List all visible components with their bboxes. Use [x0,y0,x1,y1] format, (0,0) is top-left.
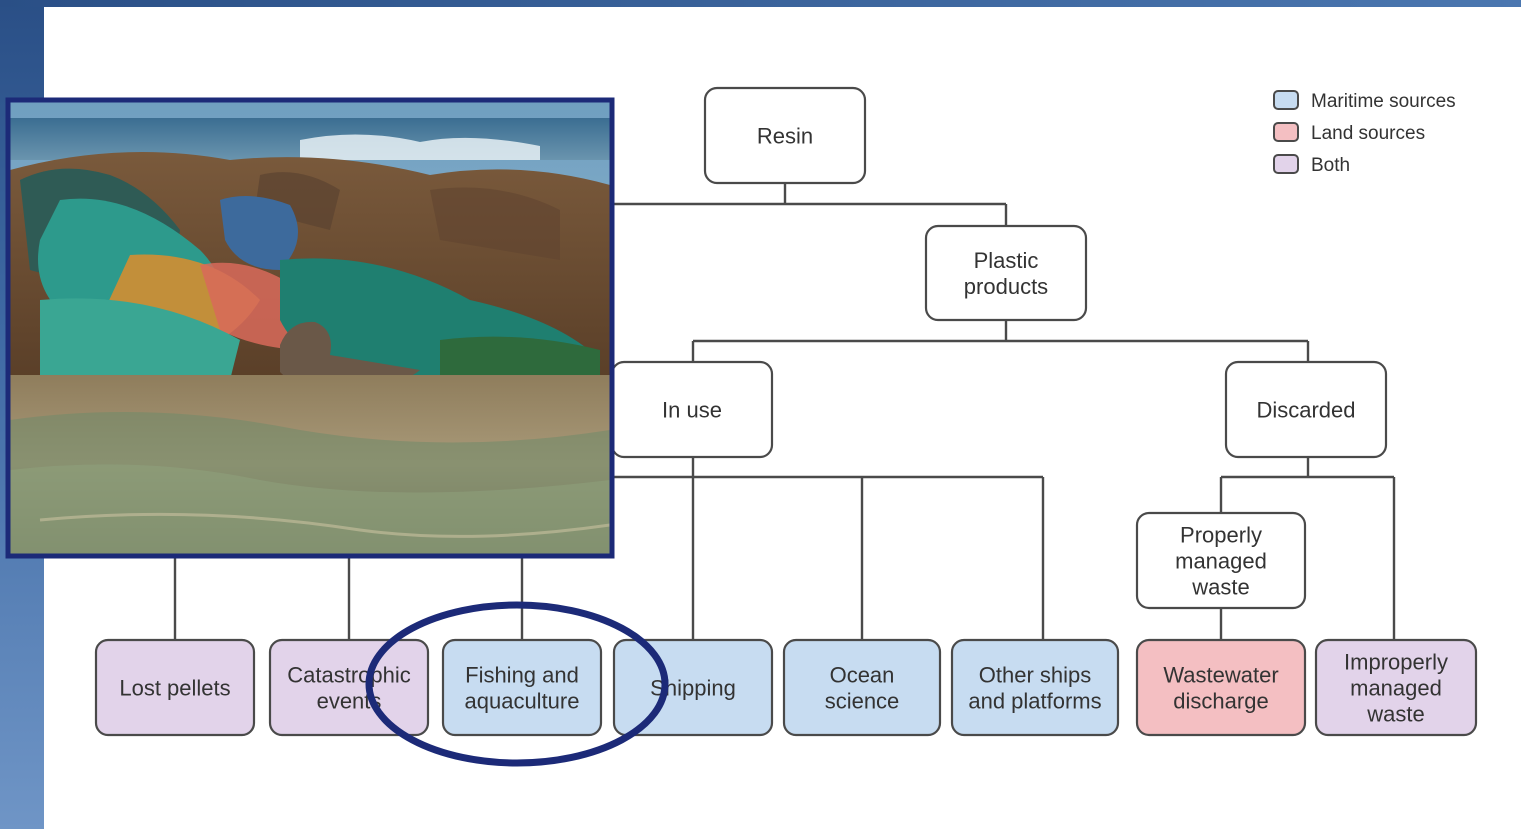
node-label-line: Resin [757,124,813,149]
node-box [441,638,603,737]
node-label-line: Wastewater [1163,663,1278,688]
node-lost-pellets: Lost pellets [94,638,256,737]
highlight-circle [365,601,669,767]
legend-swatch-maritime [1273,90,1299,110]
node-box [703,86,867,185]
node-discarded: Discarded [1224,360,1388,459]
legend-swatch-land [1273,122,1299,142]
node-label-line: discharge [1173,689,1268,714]
node-label-line: waste [1366,702,1424,727]
node-label-line: aquaculture [465,689,580,714]
node-shipping: Shipping [612,638,774,737]
node-box [1135,638,1307,737]
node-label-line: managed [1175,549,1267,574]
diagram-connectors [173,183,1396,640]
node-box [1224,360,1388,459]
node-in-use: In use [610,360,774,459]
node-label-line: Fishing and [465,663,579,688]
node-label-line: Ocean [830,663,895,688]
node-box [268,638,430,737]
node-label-line: and platforms [968,689,1101,714]
node-label-line: In use [662,398,722,423]
legend-swatch-both [1273,154,1299,174]
node-box [1135,511,1307,610]
node-label-line: products [964,274,1048,299]
node-label-line: managed [1350,676,1442,701]
node-box [782,638,942,737]
node-box [950,638,1120,737]
node-box [1314,638,1478,737]
node-resin: Resin [703,86,867,185]
legend-label-maritime: Maritime sources [1311,91,1456,112]
node-label-line: science [825,689,900,714]
node-box [924,224,1088,322]
node-box [94,638,256,737]
legend-label-land: Land sources [1311,123,1425,144]
node-label-line: Lost pellets [119,676,230,701]
slide-top-frame [0,0,1521,7]
node-label-line: Improperly [1344,650,1448,675]
node-label-line: Properly [1180,523,1262,548]
node-label-line: Catastrophic [287,663,411,688]
node-label-line: Plastic [974,248,1039,273]
node-label-line: Other ships [979,663,1092,688]
node-label-line: waste [1191,575,1249,600]
node-label-line: Discarded [1256,398,1355,423]
legend-label-both: Both [1311,155,1350,176]
seal-fishing-nets-photo [5,97,615,559]
